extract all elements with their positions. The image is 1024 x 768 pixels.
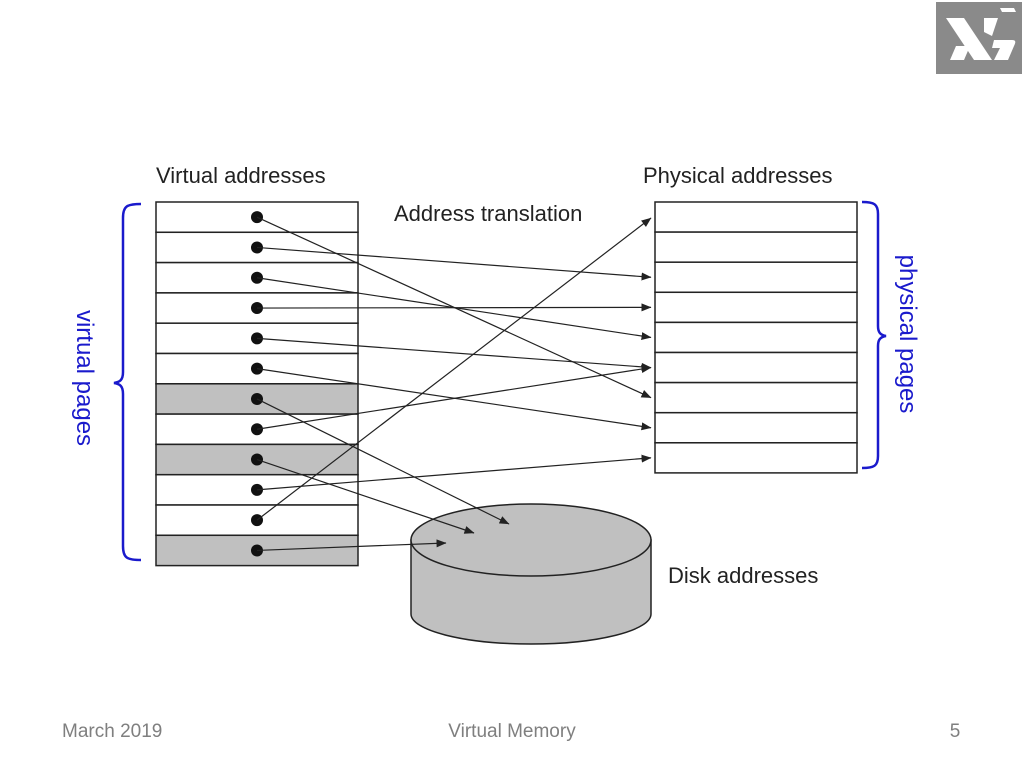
physical-page bbox=[654, 231, 858, 263]
address-translation-label: Address translation bbox=[394, 201, 582, 226]
mapping-arrow bbox=[256, 337, 652, 371]
slide-number: 5 bbox=[949, 721, 961, 742]
mapping-arrow bbox=[256, 246, 652, 281]
virtual-addresses-header: Virtual addresses bbox=[156, 163, 326, 188]
physical-page bbox=[654, 261, 858, 294]
physical-page bbox=[654, 442, 858, 474]
virtual-pages-brace-label: virtual pages bbox=[71, 310, 98, 446]
physical-pages-brace-label: physical pages bbox=[894, 255, 921, 414]
mapping-arrow bbox=[256, 365, 652, 430]
physical-pages-brace bbox=[861, 200, 887, 470]
disk-mapping-arrow bbox=[256, 539, 447, 552]
physical-page bbox=[654, 411, 858, 444]
physical-addresses-header: Physical addresses bbox=[643, 163, 833, 188]
physical-page bbox=[654, 321, 858, 354]
physical-page bbox=[654, 381, 858, 414]
mapping-arrows bbox=[256, 216, 652, 552]
footer-title: Virtual Memory bbox=[448, 721, 576, 742]
physical-pages-table bbox=[654, 201, 858, 474]
mapping-arrow bbox=[256, 454, 652, 491]
physical-page bbox=[654, 351, 858, 384]
disk-mapping-arrow bbox=[256, 458, 475, 534]
mapping-arrow bbox=[256, 303, 652, 312]
disk-mapping-arrow bbox=[256, 398, 510, 525]
virtual-pages-brace bbox=[113, 202, 142, 562]
disk-addresses-label: Disk addresses bbox=[668, 563, 818, 588]
disk-cylinder bbox=[410, 503, 652, 645]
mapping-arrow bbox=[256, 217, 652, 521]
physical-page bbox=[654, 291, 858, 324]
logo-icon bbox=[946, 8, 1016, 60]
virtual-pages-table bbox=[155, 201, 359, 567]
physical-page bbox=[654, 201, 858, 233]
footer-date: March 2019 bbox=[62, 721, 163, 742]
hebrew-letters-logo bbox=[936, 2, 1022, 74]
